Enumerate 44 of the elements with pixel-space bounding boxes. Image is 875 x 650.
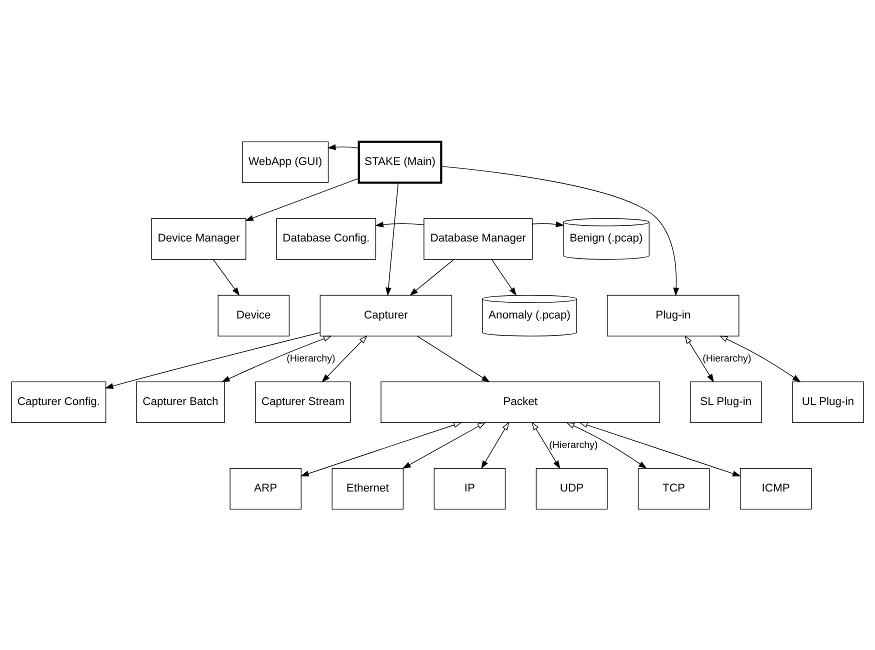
arrow [104, 332, 320, 388]
node-box: TCP [638, 468, 710, 510]
arrow [327, 144, 359, 150]
arrow [221, 335, 332, 382]
node-box: UL Plug-in [792, 380, 864, 422]
node-box: Plug-in [606, 294, 740, 336]
arrow [374, 221, 424, 227]
arrow [386, 182, 399, 296]
node-box: IP [434, 468, 506, 510]
node-box: ICMP [740, 468, 812, 510]
arrow [244, 178, 360, 220]
arrow [532, 220, 564, 227]
edge-label: (Hierarchy) [702, 353, 752, 364]
arrow [441, 165, 680, 296]
node-box: WebApp (GUI) [242, 140, 329, 182]
node-box: Capturer [320, 294, 452, 336]
node-box: Device [218, 294, 290, 336]
node-box: Ethernet [332, 468, 404, 510]
node-box: ARP [230, 468, 302, 510]
node-box: SL Plug-in [690, 380, 762, 422]
arrow [212, 258, 240, 296]
edge-label: (Hierarchy) [286, 353, 336, 364]
arrow [300, 422, 462, 476]
node-box: Database Manager [424, 218, 533, 260]
arrow [579, 422, 742, 476]
arrow [532, 421, 560, 469]
arrow [481, 421, 510, 469]
arrow [566, 422, 648, 468]
arrow [719, 335, 801, 382]
arrow [402, 422, 486, 468]
node-box: Capturer Stream [255, 380, 351, 422]
arrow [410, 258, 454, 296]
arrow [684, 334, 714, 382]
arrow [491, 258, 517, 296]
node-box: STAKE (Main) [358, 140, 442, 184]
node-box: Packet [380, 380, 660, 422]
node-box: UDP [536, 468, 608, 510]
node-box: Capturer Batch [136, 380, 225, 422]
edge-label: (Hierarchy) [549, 440, 598, 451]
arrow [322, 334, 368, 382]
arrow [416, 335, 490, 382]
node-box: Database Config. [276, 218, 376, 260]
node-box: Capturer Config. [11, 380, 106, 422]
node-box: Device Manager [151, 218, 246, 260]
